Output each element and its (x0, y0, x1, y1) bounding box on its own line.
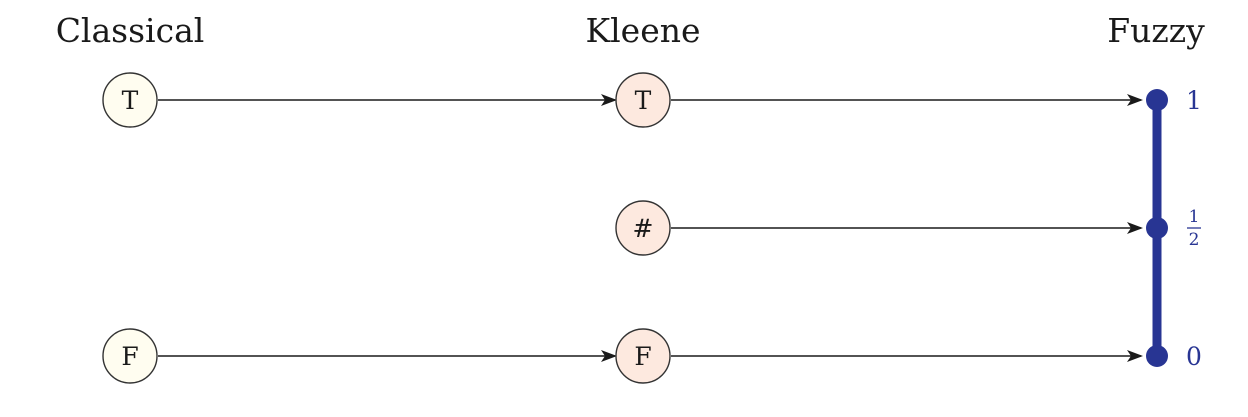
fuzzy-half-numerator: 1 (1189, 207, 1200, 227)
kleene-false-label: F (634, 342, 651, 371)
fuzzy-label-one: 1 (1186, 86, 1202, 115)
heading-fuzzy: Fuzzy (1107, 11, 1205, 50)
fuzzy-point-zero (1146, 345, 1168, 367)
kleene-unknown-node: # (615, 200, 671, 256)
fuzzy-point-half (1146, 217, 1168, 239)
classical-false-circle (102, 328, 158, 384)
classical-true-node: T (102, 72, 158, 128)
kleene-true-node: T (615, 72, 671, 128)
fuzzy-label-half: 1 2 (1187, 207, 1201, 250)
fuzzy-label-zero: 0 (1186, 342, 1202, 371)
kleene-unknown-circle (615, 200, 671, 256)
classical-false-node: F (102, 328, 158, 384)
classical-false-label: F (121, 342, 138, 371)
kleene-false-node: F (615, 328, 671, 384)
kleene-false-circle (615, 328, 671, 384)
heading-classical: Classical (56, 11, 205, 50)
kleene-unknown-label: # (633, 214, 654, 243)
fuzzy-point-one (1146, 89, 1168, 111)
kleene-true-circle (615, 72, 671, 128)
heading-kleene: Kleene (585, 11, 700, 50)
fuzzy-scale: 1 1 2 0 (1146, 86, 1202, 371)
classical-true-circle (102, 72, 158, 128)
classical-true-label: T (122, 86, 139, 115)
kleene-true-label: T (635, 86, 652, 115)
fuzzy-half-denominator: 2 (1189, 230, 1200, 250)
